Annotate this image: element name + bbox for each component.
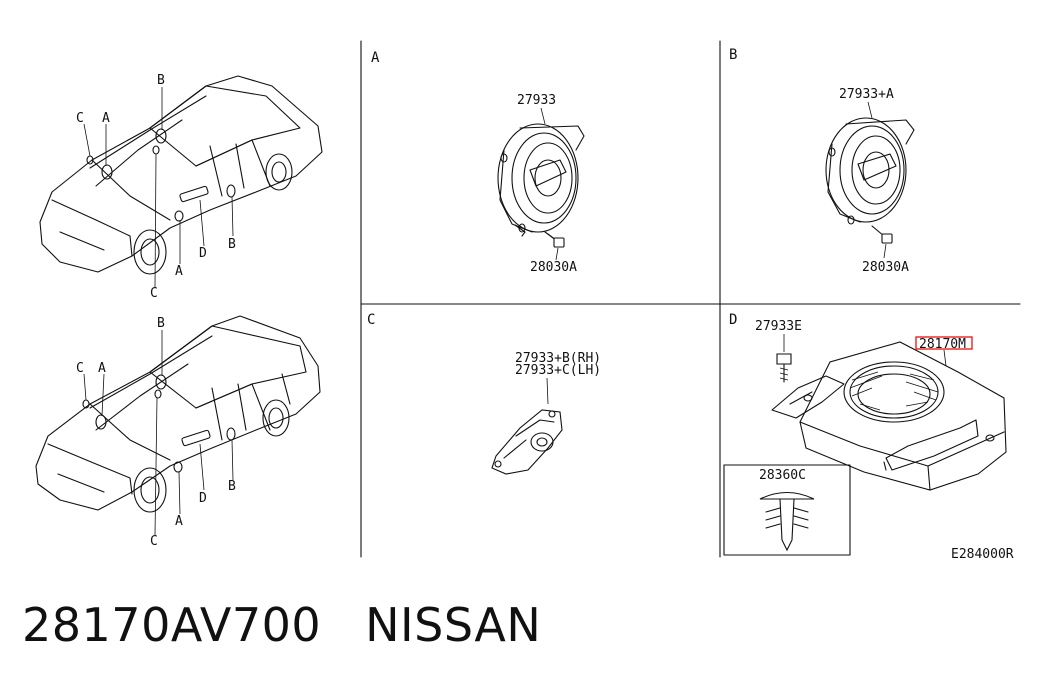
panel-d-part-clip: 28360C — [759, 468, 806, 483]
footer: 28170AV700 NISSAN — [22, 598, 541, 652]
panel-b: B 27933+A 28030A — [729, 47, 915, 275]
panel-b-part-speaker: 27933+A — [839, 87, 894, 102]
wagon-callout-a-top: A — [98, 361, 106, 376]
sedan-callout-b-top: B — [157, 73, 165, 88]
panel-a-letter: A — [371, 50, 380, 66]
panel-a: A 27933 28030A — [371, 50, 585, 275]
screw-b-drawing — [871, 225, 893, 244]
panel-b-part-screw: 28030A — [862, 260, 909, 275]
highlighted-part-label: 28170M — [915, 336, 973, 352]
sedan-callout-c-bottom: C — [150, 286, 158, 301]
panel-b-letter: B — [729, 47, 737, 63]
wagon-callout-c-left: C — [76, 361, 84, 376]
panel-d-letter: D — [729, 312, 737, 328]
door-speaker-b-drawing — [825, 117, 915, 225]
sedan-callout-a-bottom: A — [175, 264, 183, 279]
wagon-illustration — [35, 315, 321, 536]
panel-d-part-unit: 28170M — [919, 337, 966, 352]
panel-c-part-lh: 27933+C(LH) — [515, 363, 601, 378]
sedan-callout-b-right: B — [228, 237, 236, 252]
wagon-callouts: B C A A C D B — [76, 316, 236, 549]
wagon-callout-b-top: B — [157, 316, 165, 331]
panel-c-letter: C — [367, 312, 375, 328]
panel-grid — [360, 40, 1021, 558]
wagon-callout-a-bottom: A — [175, 514, 183, 529]
panel-d-part-bolt: 27933E — [755, 319, 802, 334]
wagon-callout-c-bottom: C — [150, 534, 158, 549]
sedan-callouts: B C A A C D B — [76, 73, 236, 301]
wagon-callout-b-right: B — [228, 479, 236, 494]
panel-d: D 27933E 28170M — [723, 312, 1014, 562]
sedan-callout-d: D — [199, 246, 207, 261]
tweeter-bracket-drawing — [491, 409, 563, 475]
clip-inset: 28360C — [723, 464, 851, 556]
panel-c-part-rh: 27933+B(RH) — [515, 351, 601, 366]
bolt-drawing — [776, 353, 792, 383]
sedan-callout-c-left: C — [76, 111, 84, 126]
footer-part-number: 28170AV700 — [22, 598, 322, 652]
panel-a-part-screw: 28030A — [530, 260, 577, 275]
panel-a-part-speaker: 27933 — [517, 93, 556, 108]
sedan-callout-a-top: A — [102, 111, 110, 126]
wagon-callout-d: D — [199, 491, 207, 506]
subwoofer-unit-drawing — [771, 341, 1007, 491]
panel-c: C 27933+B(RH) 27933+C(LH) — [367, 312, 601, 475]
door-speaker-a-drawing — [497, 123, 585, 237]
sedan-illustration — [39, 75, 323, 289]
screw-a-drawing — [544, 231, 565, 248]
footer-brand: NISSAN — [365, 598, 542, 652]
diagram-code: E284000R — [951, 547, 1014, 562]
